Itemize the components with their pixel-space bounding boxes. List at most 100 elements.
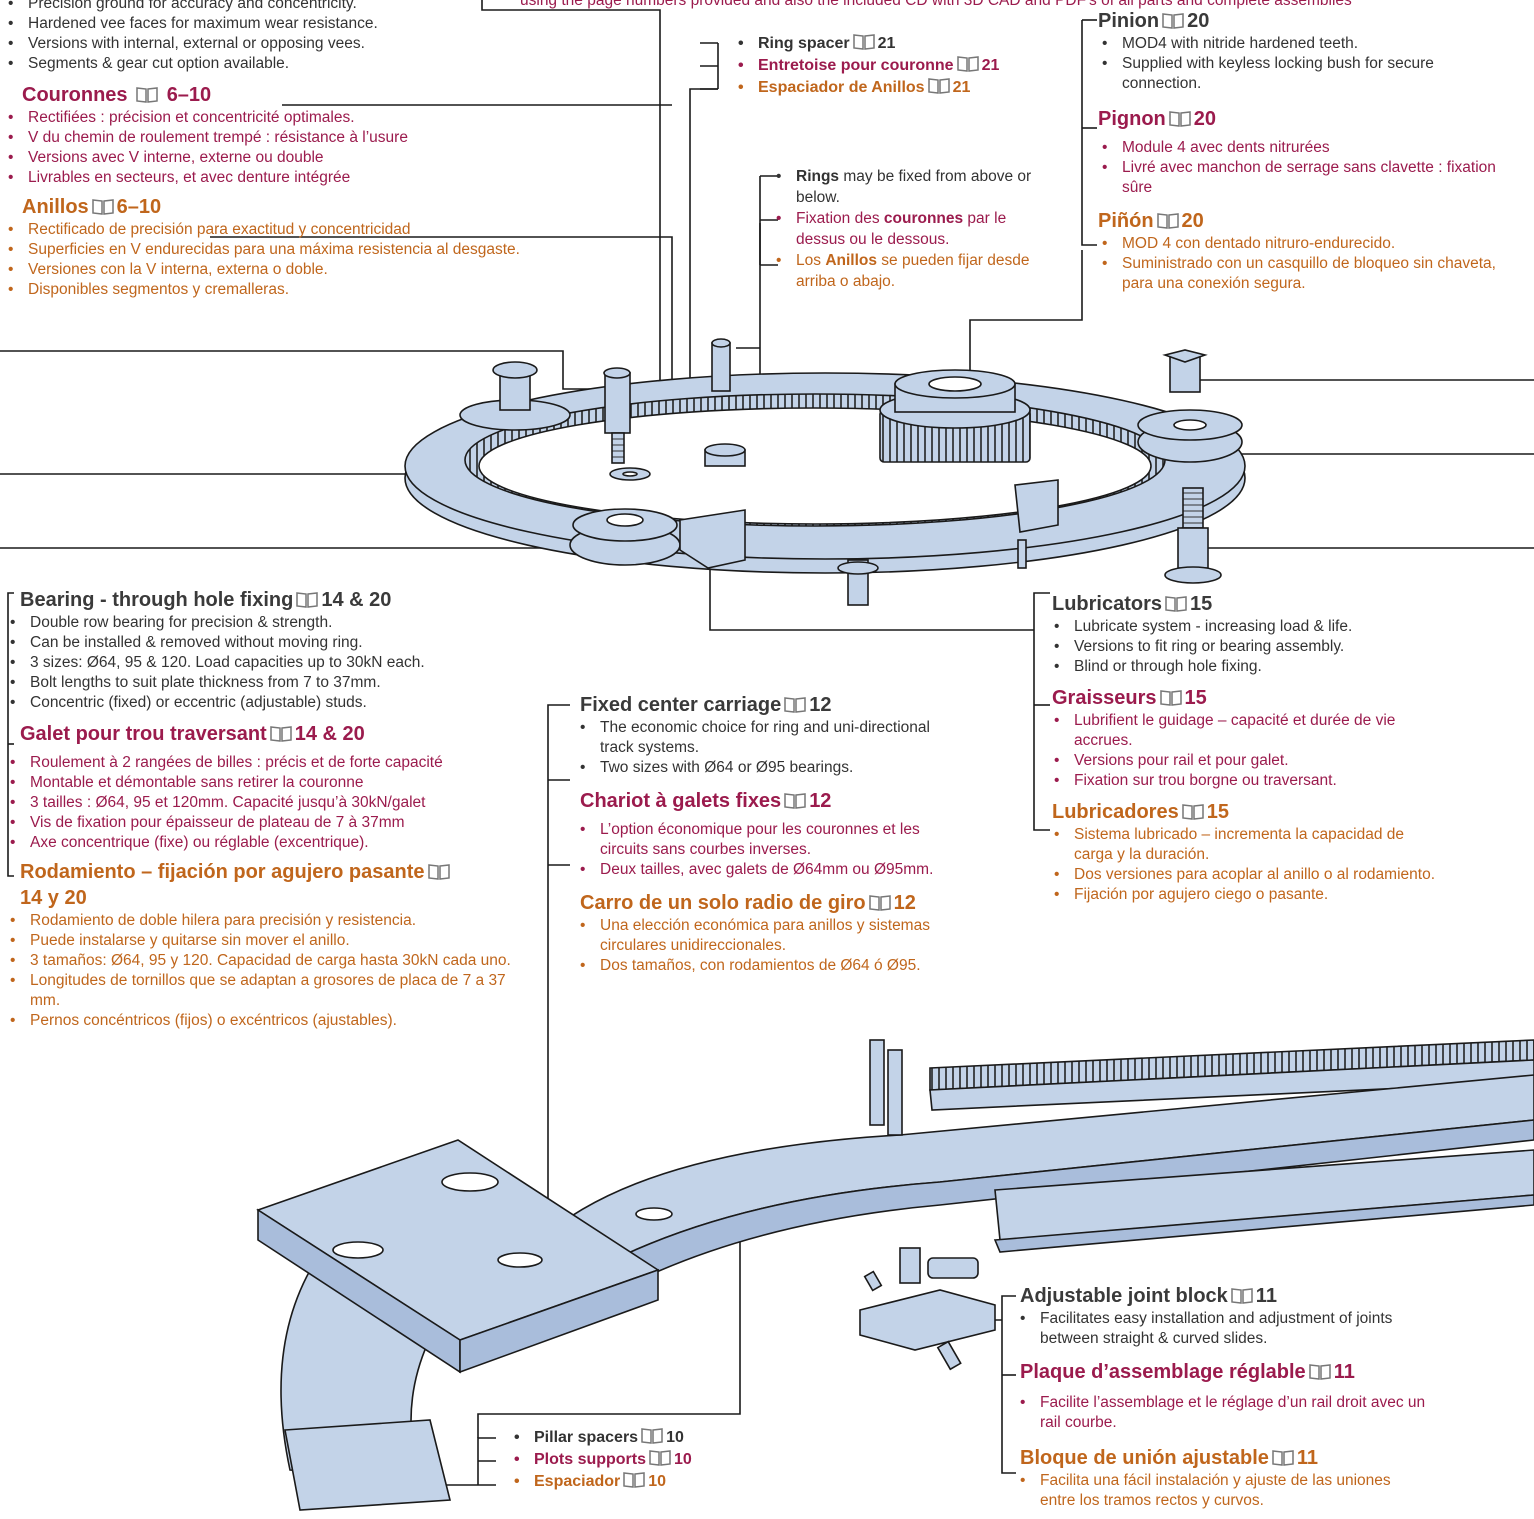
book-icon <box>1308 1363 1332 1381</box>
pinion-es-item: MOD 4 con dentado nitruro-endurecido. <box>1094 234 1514 254</box>
carriage-es-item: Una elección económica para anillos y si… <box>572 916 942 956</box>
rings-fixing-block: Rings may be fixed from above or below. … <box>768 166 1058 292</box>
carriage-en-list: The economic choice for ring and uni-dir… <box>572 718 942 778</box>
bearing-es-item: Rodamiento de doble hilera para precisió… <box>2 911 532 931</box>
carriage-es-title-text: Carro de un solo radio de giro <box>580 892 866 914</box>
rings-fixing-fr-text-a: Fixation des <box>796 210 884 227</box>
pinion-fr-list: Module 4 avec dents nitrurées Livré avec… <box>1094 138 1514 198</box>
joint-en-list: Facilitates easy installation and adjust… <box>1012 1309 1422 1349</box>
book-icon <box>135 86 159 104</box>
carriage-page: 12 <box>809 790 832 812</box>
rings-fr-title: Couronnes 6–10 <box>0 82 640 108</box>
pinion-fr-item: Module 4 avec dents nitrurées <box>1094 138 1514 158</box>
carriage-block: Fixed center carriage 12 The economic cho… <box>572 692 972 976</box>
pinion-page: 20 <box>1181 210 1204 232</box>
joint-es-item: Facilita una fácil instalación y ajuste … <box>1012 1471 1412 1511</box>
lubricators-page: 15 <box>1206 801 1229 823</box>
pinion-fr-title-text: Pignon <box>1098 108 1166 130</box>
carriage-en-title-text: Fixed center carriage <box>580 694 782 716</box>
book-icon <box>427 863 451 881</box>
rings-fixing-es-text-a: Los <box>796 252 826 269</box>
bearing-es-list: Rodamiento de doble hilera para precisió… <box>2 911 532 1031</box>
ring-spacer-block: Ring spacer 21 Entretoise pour couronne 21… <box>730 33 1070 99</box>
lubricators-en-title-text: Lubricators <box>1052 593 1163 615</box>
bearing-fr-list: Roulement à 2 rangées de billes : précis… <box>2 753 542 853</box>
joint-en-title-text: Adjustable joint block <box>1020 1285 1228 1307</box>
bearing-en-title-text: Bearing - through hole fixing <box>20 589 294 611</box>
rings-es-item: Superficies en V endurecidas para una má… <box>0 240 640 260</box>
carriage-es-item: Dos tamaños, con rodamientos de Ø64 ó Ø9… <box>572 956 942 976</box>
joint-en-item: Facilitates easy installation and adjust… <box>1012 1309 1422 1349</box>
bearing-en-item: 3 sizes: Ø64, 95 & 120. Load capacities … <box>2 653 542 673</box>
pillar-page: 10 <box>666 1429 684 1446</box>
ring-spacer-page: 21 <box>952 79 971 96</box>
bearing-fr-item: 3 tailles : Ø64, 95 et 120mm. Capacité j… <box>2 793 542 813</box>
pinion-en-item: MOD4 with nitride hardened teeth. <box>1094 34 1514 54</box>
lubricators-page: 15 <box>1190 593 1213 615</box>
carriage-fr-list: L’option économique pour les couronnes e… <box>572 820 952 880</box>
joint-fr-title-text: Plaque d’assemblage réglable <box>1020 1361 1306 1383</box>
pinion-en-item: Supplied with keyless locking bush for s… <box>1094 54 1514 94</box>
ring-spacer-en-text: Ring spacer <box>758 35 850 52</box>
bearing-es-pages: 14 y 20 <box>20 887 87 909</box>
bearing-es-item: Puede instalarse y quitarse sin mover el… <box>2 931 532 951</box>
bearing-pages: 14 & 20 <box>321 589 392 611</box>
lubricators-en-title: Lubricators 15 <box>1046 591 1466 617</box>
book-icon <box>269 725 293 743</box>
book-icon <box>1230 1287 1254 1305</box>
bearing-en-item: Bolt lengths to suit plate thickness fro… <box>2 673 542 693</box>
ring-spacer-fr-text: Entretoise pour couronne <box>758 57 954 74</box>
top-note: using the page numbers provided and also… <box>520 0 1352 9</box>
ring-assembly-drawing <box>404 338 1246 606</box>
lubricators-es-item: Dos versiones para acoplar al anillo o a… <box>1046 865 1436 885</box>
joint-page: 11 <box>1255 1285 1277 1307</box>
book-icon <box>956 55 980 73</box>
rings-fr-title-text: Couronnes <box>22 84 128 106</box>
pinion-es-title: Piñón 20 <box>1094 208 1514 234</box>
rings-fr-item: Livrables en secteurs, et avec denture i… <box>0 168 640 188</box>
joint-es-title-text: Bloque de unión ajustable <box>1020 1447 1269 1469</box>
pinion-es-title-text: Piñón <box>1098 210 1154 232</box>
book-icon <box>648 1449 672 1467</box>
carriage-es-list: Una elección económica para anillos y si… <box>572 916 942 976</box>
lubricators-es-item: Fijación por agujero ciego o pasante. <box>1046 885 1436 905</box>
rings-en-item: Versions with internal, external or oppo… <box>0 34 640 54</box>
ring-spacer-page: 21 <box>877 35 896 52</box>
book-icon <box>1168 110 1192 128</box>
slides-drawing <box>256 1039 1534 1511</box>
lubricators-fr-item: Lubrifient le guidage – capacité et duré… <box>1046 711 1426 751</box>
bearing-es-item: Longitudes de tornillos que se adaptan a… <box>2 971 532 1011</box>
carriage-page: 12 <box>809 694 832 716</box>
book-icon <box>783 792 807 810</box>
pinion-page: 20 <box>1187 10 1210 32</box>
ring-spacer-fr: Entretoise pour couronne 21 <box>730 55 1070 77</box>
rings-fixing-fr: Fixation des couronnes par le dessus ou … <box>768 208 1058 250</box>
rings-fixing-fr-text-c: par le dessus ou le dessous. <box>796 210 1007 248</box>
carriage-page: 12 <box>893 892 916 914</box>
rings-es-pages: 6–10 <box>116 196 162 218</box>
joint-block: Adjustable joint block 11 Facilitates eas… <box>1012 1283 1452 1511</box>
ring-spacer-page: 21 <box>981 57 1000 74</box>
lubricators-block: Lubricators 15 Lubricate system - increas… <box>1046 591 1466 905</box>
bearing-es-item: Pernos concéntricos (fijos) o excéntrico… <box>2 1011 532 1031</box>
book-icon <box>927 77 951 95</box>
book-icon <box>91 198 115 216</box>
pinion-fr-item: Livré avec manchon de serrage sans clave… <box>1094 158 1514 198</box>
rings-es-item: Versiones con la V interna, externa o do… <box>0 260 640 280</box>
lubricators-en-list: Lubricate system - increasing load & lif… <box>1046 617 1466 677</box>
lubricators-fr-list: Lubrifient le guidage – capacité et duré… <box>1046 711 1426 791</box>
rings-fixing-es: Los Anillos se pueden fijar desde arriba… <box>768 250 1058 292</box>
carriage-en-title: Fixed center carriage 12 <box>572 692 972 718</box>
pinion-en-list: MOD4 with nitride hardened teeth. Suppli… <box>1094 34 1514 94</box>
joint-fr-list: Facilite l’assemblage et le réglage d’un… <box>1012 1393 1432 1433</box>
rings-es-item: Rectificado de precisión para exactitud … <box>0 220 640 240</box>
book-icon <box>640 1427 664 1445</box>
book-icon <box>1161 12 1185 30</box>
lubricators-en-item: Lubricate system - increasing load & lif… <box>1046 617 1466 637</box>
rings-fixing-en-text: may be fixed from above or below. <box>796 168 1032 206</box>
lubricators-es-list: Sistema lubricado – incrementa la capaci… <box>1046 825 1436 905</box>
